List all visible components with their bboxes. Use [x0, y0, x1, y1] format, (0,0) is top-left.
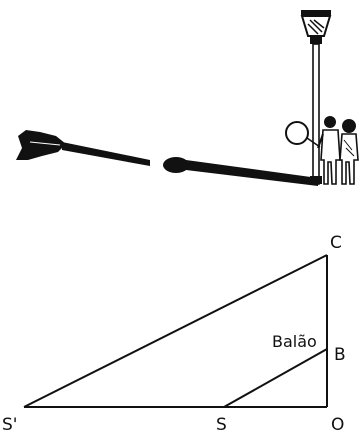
segment-s-b	[223, 348, 328, 408]
balloon-drawing	[285, 121, 321, 148]
ground-shadow	[16, 130, 318, 186]
lamp-post	[300, 10, 332, 185]
point-label-c: C	[330, 233, 342, 253]
balloon-label: Balão	[272, 332, 317, 351]
person-figure	[317, 116, 341, 185]
triangle-diagram: C B O S S' Balão	[2, 233, 346, 435]
point-label-s-prime: S'	[2, 415, 17, 435]
point-label-s: S	[216, 415, 227, 435]
segment-s-prime-c	[23, 254, 328, 408]
point-label-o: O	[331, 415, 344, 435]
child-figure	[339, 119, 359, 185]
point-label-b: B	[334, 345, 346, 365]
illustration	[16, 10, 359, 186]
